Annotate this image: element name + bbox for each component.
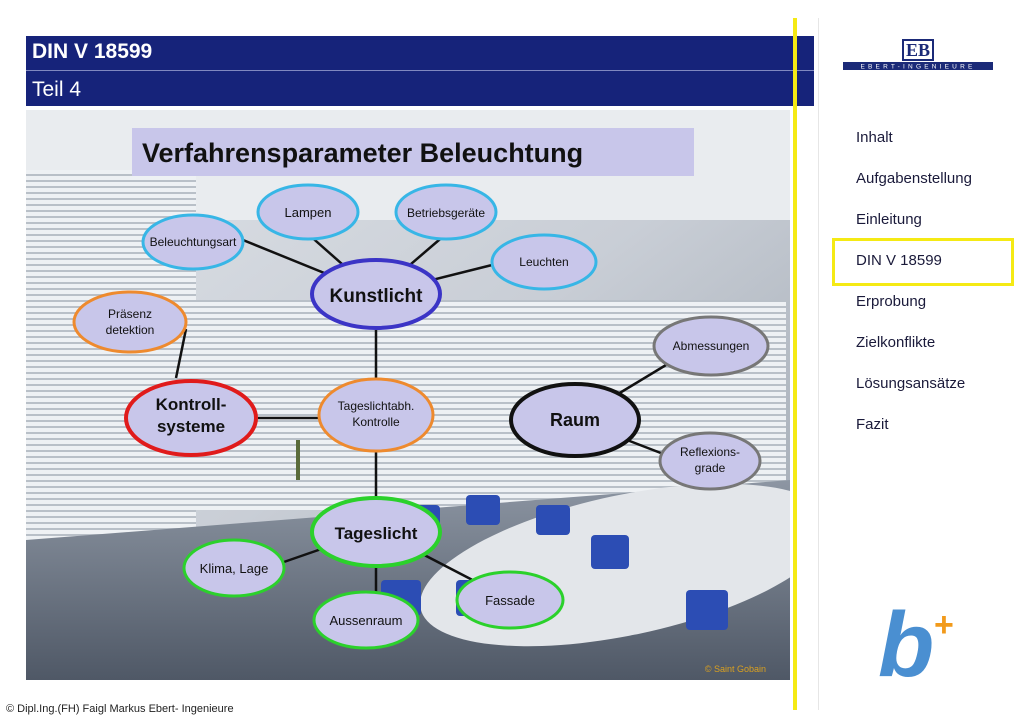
- ebert-logo: EB EBERT-INGENIEURE: [843, 39, 993, 71]
- diagram-title-banner: [132, 128, 694, 176]
- nav-item-din-v-18599[interactable]: DIN V 18599: [856, 252, 942, 269]
- svg-text:Aussenraum: Aussenraum: [330, 613, 403, 628]
- header-bar: DIN V 18599 Teil 4: [26, 36, 814, 106]
- nav-item-inhalt[interactable]: Inhalt: [856, 129, 893, 146]
- svg-text:Abmessungen: Abmessungen: [673, 339, 750, 353]
- logo-text: EBERT-INGENIEURE: [860, 64, 975, 71]
- svg-text:Tageslicht: Tageslicht: [335, 524, 418, 543]
- logo-eb-mark: EB: [902, 39, 934, 61]
- nav-item-einleitung[interactable]: Einleitung: [856, 211, 922, 228]
- node-kunstlicht: Kunstlicht: [310, 258, 442, 330]
- svg-text:Kunstlicht: Kunstlicht: [330, 286, 424, 307]
- node-kontrollsysteme: Kontroll- systeme: [124, 379, 258, 457]
- sidebar-nav: Inhalt Aufgabenstellung Einleitung DIN V…: [856, 128, 972, 456]
- image-credit: © Saint Gobain: [705, 664, 766, 674]
- diagram-title: Verfahrensparameter Beleuchtung: [142, 138, 583, 168]
- b-plus-logo: b +: [878, 596, 954, 680]
- node-abmessungen: Abmessungen: [652, 315, 770, 377]
- svg-text:grade: grade: [695, 461, 726, 475]
- nav-item-zielkonflikte[interactable]: Zielkonflikte: [856, 334, 936, 351]
- svg-text:systeme: systeme: [157, 417, 225, 436]
- grey-divider: [818, 18, 819, 710]
- b-logo-plus: +: [934, 606, 954, 644]
- logo-initials: EB: [906, 40, 930, 60]
- footer-copyright: © Dipl.Ing.(FH) Faigl Markus Ebert- Inge…: [6, 703, 234, 715]
- svg-text:Kontrolle: Kontrolle: [352, 415, 400, 429]
- nav-active-highlight: [832, 238, 1014, 286]
- node-praesenzdetektion: Präsenz detektion: [72, 290, 188, 354]
- node-raum: Raum: [509, 382, 641, 458]
- nav-item-loesungsansaetze[interactable]: Lösungsansätze: [856, 375, 966, 392]
- node-klima-lage: Klima, Lage: [182, 538, 286, 598]
- svg-text:Leuchten: Leuchten: [519, 255, 568, 269]
- node-leuchten: Leuchten: [490, 233, 598, 291]
- nav-item-fazit[interactable]: Fazit: [856, 416, 889, 433]
- node-lampen: Lampen: [256, 183, 360, 241]
- svg-text:Reflexions-: Reflexions-: [680, 445, 740, 459]
- lighting-parameters-diagram: Verfahrensparameter Beleuchtung Kunstlic…: [26, 110, 790, 680]
- yellow-divider: [793, 18, 797, 710]
- logo-band: [843, 62, 993, 70]
- b-logo-letter: b: [878, 596, 934, 680]
- node-reflexionsgrade: Reflexions- grade: [658, 431, 762, 491]
- svg-text:Fassade: Fassade: [485, 593, 535, 608]
- svg-text:detektion: detektion: [106, 323, 155, 337]
- svg-text:Tageslichtabh.: Tageslichtabh.: [338, 399, 415, 413]
- node-tageslichtabh-kontrolle: Tageslichtabh. Kontrolle: [317, 377, 435, 453]
- svg-text:Beleuchtungsart: Beleuchtungsart: [150, 235, 237, 249]
- svg-text:Klima, Lage: Klima, Lage: [200, 561, 269, 576]
- svg-text:Lampen: Lampen: [285, 205, 332, 220]
- node-betriebsgeraete: Betriebsgeräte: [394, 183, 498, 241]
- svg-text:Präsenz: Präsenz: [108, 307, 152, 321]
- node-tageslicht: Tageslicht: [310, 496, 442, 568]
- node-aussenraum: Aussenraum: [312, 590, 420, 650]
- node-fassade: Fassade: [455, 570, 565, 630]
- svg-text:Raum: Raum: [550, 410, 600, 430]
- node-beleuchtungsart: Beleuchtungsart: [141, 213, 245, 271]
- nav-item-erprobung[interactable]: Erprobung: [856, 293, 927, 310]
- header-divider: [26, 70, 814, 71]
- page-title: DIN V 18599: [32, 40, 153, 63]
- page-subtitle: Teil 4: [32, 78, 82, 101]
- svg-text:Kontroll-: Kontroll-: [156, 395, 227, 414]
- nav-item-aufgabenstellung[interactable]: Aufgabenstellung: [856, 170, 972, 187]
- svg-text:Betriebsgeräte: Betriebsgeräte: [407, 206, 485, 220]
